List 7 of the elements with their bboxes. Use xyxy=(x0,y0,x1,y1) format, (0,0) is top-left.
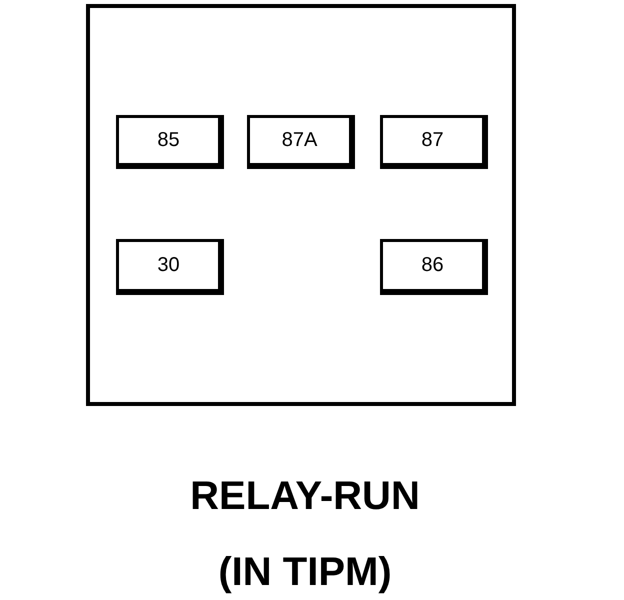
pin-terminal: 87A xyxy=(247,115,355,169)
pin-terminal: 85 xyxy=(116,115,224,169)
pin-terminal: 86 xyxy=(380,239,488,295)
caption: RELAY-RUN (IN TIPM) xyxy=(189,473,421,596)
pin-terminal: 87 xyxy=(380,115,488,169)
relay-outline xyxy=(86,4,516,406)
pin-terminal: 30 xyxy=(116,239,224,295)
